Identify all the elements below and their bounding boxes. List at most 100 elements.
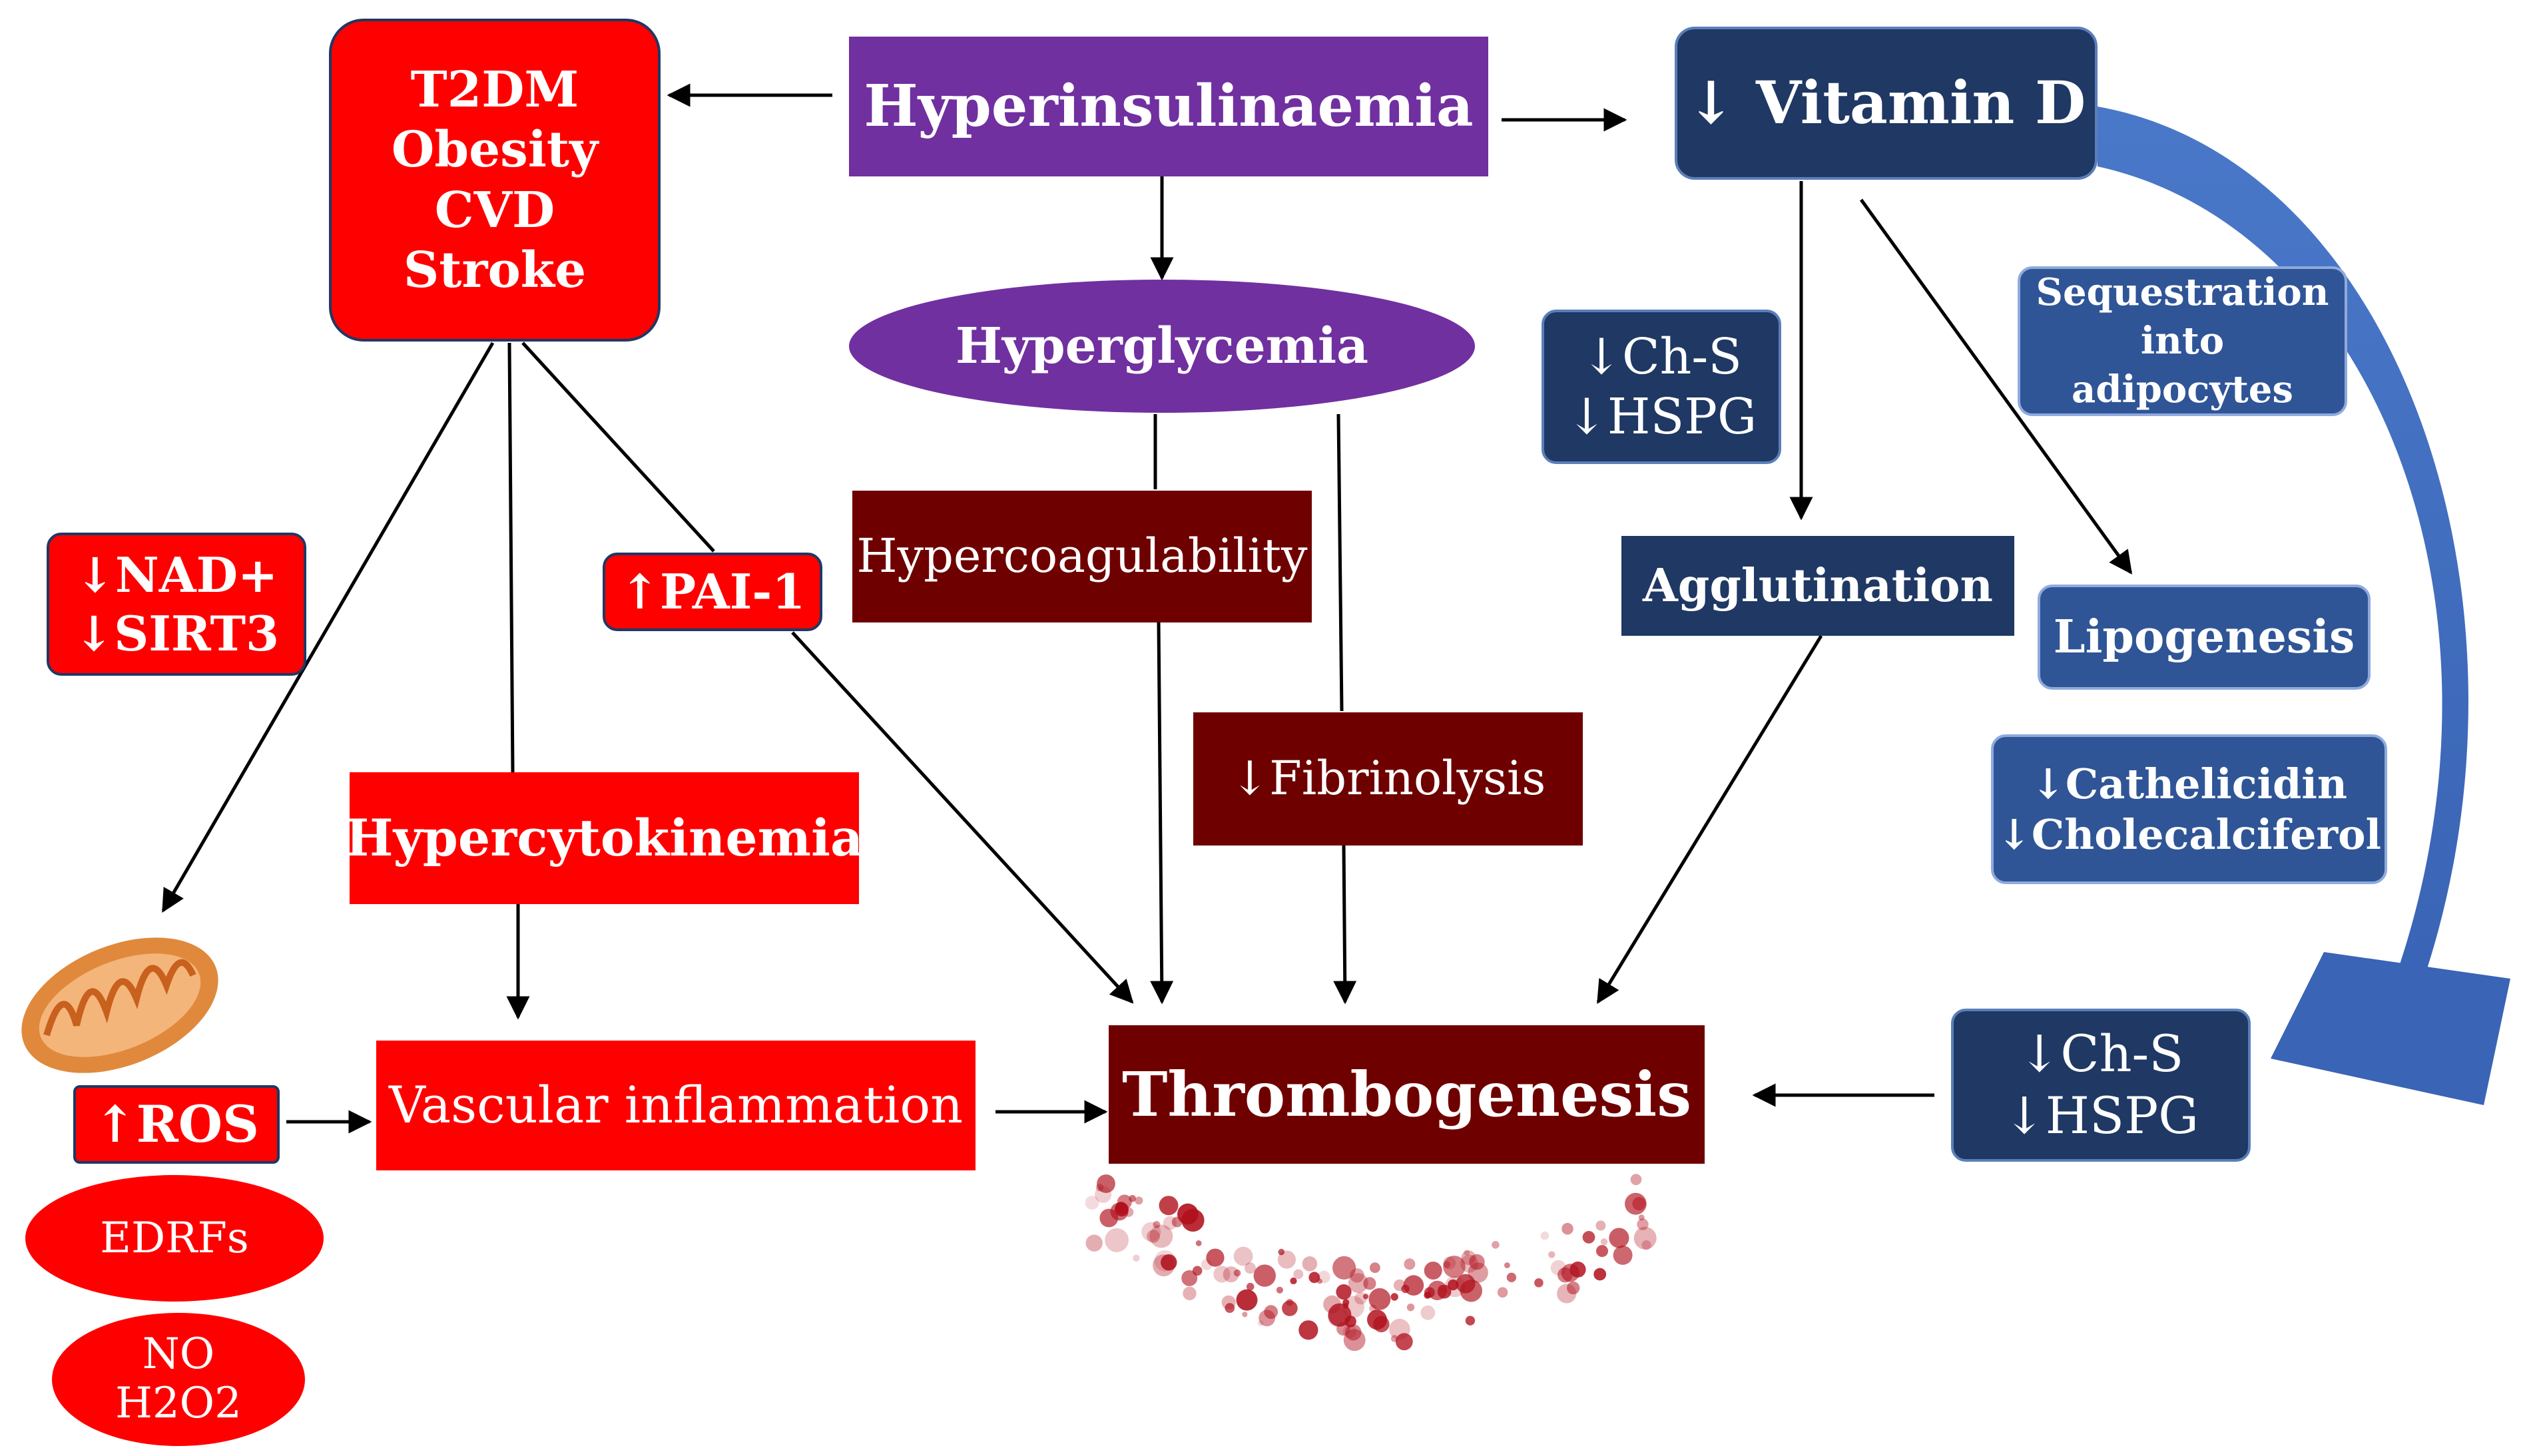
blood-cell xyxy=(1099,1208,1119,1228)
blood-cell xyxy=(1308,1272,1320,1284)
agglutination-label: Agglutination xyxy=(1643,559,1993,612)
agglutination-box: Agglutination xyxy=(1621,536,2014,636)
edrfs-ellipse: EDRFs xyxy=(25,1175,324,1302)
chs-top-line-1: ↓Ch-S xyxy=(1581,328,1742,385)
blood-cell xyxy=(1342,1303,1349,1309)
arrow-agglutination-to-thrombogenesis xyxy=(1596,634,1823,1004)
lipogenesis-label: Lipogenesis xyxy=(2053,610,2355,664)
blood-cell xyxy=(1282,1300,1298,1316)
blood-cell xyxy=(1395,1333,1413,1351)
blood-cell xyxy=(1245,1262,1256,1274)
blood-cell xyxy=(1393,1279,1406,1292)
blood-cell xyxy=(1332,1256,1356,1280)
cholecalciferol-line: ↓Cholecalciferol xyxy=(1996,810,2382,859)
blood-cell xyxy=(1469,1254,1485,1270)
blood-cell xyxy=(1443,1256,1466,1278)
curved-arrow xyxy=(2098,107,2468,979)
blood-cell xyxy=(1258,1320,1264,1326)
chs-hspg-top-box: ↓Ch-S ↓HSPG xyxy=(1542,310,1781,464)
blood-cell xyxy=(1363,1294,1369,1300)
blood-cell xyxy=(1354,1292,1367,1305)
blood-cell xyxy=(1373,1316,1390,1333)
sequestration-line-1: Sequestration xyxy=(2036,270,2329,315)
blood-cell xyxy=(1153,1221,1161,1228)
blood-cell xyxy=(1253,1264,1276,1287)
hyperinsulinaemia-box: Hyperinsulinaemia xyxy=(849,37,1488,176)
blood-cell xyxy=(1437,1284,1452,1299)
blood-cell xyxy=(1085,1234,1103,1252)
arrow-t2dm-to-hypercytokinemia xyxy=(507,342,515,773)
blood-cell xyxy=(1206,1248,1225,1267)
blood-cell xyxy=(1343,1329,1366,1351)
ros-label: ↑ROS xyxy=(94,1094,259,1154)
arrow-t2dm-to-pai1 xyxy=(521,342,715,553)
blood-cell xyxy=(1233,1269,1241,1277)
blood-cell xyxy=(1600,1238,1608,1246)
blood-cell xyxy=(1561,1264,1579,1282)
blood-cell xyxy=(1582,1231,1595,1244)
hyperglycemia-ellipse: Hyperglycemia xyxy=(849,280,1475,413)
blood-cell xyxy=(1345,1324,1362,1341)
blood-cell xyxy=(1129,1195,1136,1202)
blood-cell xyxy=(1448,1279,1459,1291)
vascular-inflammation-box: Vascular inflammation xyxy=(376,1041,976,1170)
thrombogenesis-label: Thrombogenesis xyxy=(1121,1058,1692,1130)
pai1-label: ↑PAI-1 xyxy=(619,563,806,620)
cathelicidin-box: ↓Cathelicidin ↓Cholecalciferol xyxy=(1991,734,2387,884)
blood-cell xyxy=(1302,1256,1318,1272)
thrombogenesis-box: Thrombogenesis xyxy=(1109,1025,1705,1164)
blood-cell xyxy=(1225,1303,1235,1314)
cathelicidin-line: ↓Cathelicidin xyxy=(2030,759,2348,808)
blood-cell xyxy=(1567,1281,1580,1295)
blood-cell xyxy=(1368,1288,1391,1310)
blood-cell xyxy=(1534,1278,1544,1288)
blood-cell xyxy=(1171,1216,1183,1228)
blood-cell xyxy=(1328,1303,1352,1327)
hyperglycemia-label: Hyperglycemia xyxy=(955,317,1369,375)
arrow-fibrinolysis-to-thrombogenesis xyxy=(1333,845,1357,1005)
arrow-vitamin-d-to-lipogenesis xyxy=(1859,198,2133,575)
t2dm-line-4: Stroke xyxy=(403,241,587,299)
blood-cell xyxy=(1595,1220,1606,1231)
blood-cell xyxy=(1540,1231,1550,1240)
blood-cell xyxy=(1492,1241,1500,1249)
blood-cell xyxy=(1195,1240,1202,1246)
blood-cell xyxy=(1406,1304,1415,1312)
nad-sirt3-box: ↓NAD+ ↓SIRT3 xyxy=(47,533,306,676)
blood-cell xyxy=(1097,1174,1115,1193)
vitamin-d-box: ↓ Vitamin D xyxy=(1675,27,2098,180)
t2dm-line-2: Obesity xyxy=(391,121,599,179)
fibrinolysis-box: ↓Fibrinolysis xyxy=(1193,712,1583,846)
blood-cell xyxy=(1246,1282,1255,1291)
blood-cell xyxy=(1233,1246,1253,1266)
blood-cell xyxy=(1424,1262,1442,1280)
blood-cell xyxy=(1637,1218,1649,1230)
blood-cell xyxy=(1236,1289,1258,1311)
hypercytokinemia-label: Hypercytokinemia xyxy=(345,808,864,867)
edrfs-label: EDRFs xyxy=(100,1213,249,1263)
fibrinolysis-label: ↓Fibrinolysis xyxy=(1230,751,1546,806)
blood-cell xyxy=(1317,1270,1330,1284)
hyperinsulinaemia-label: Hyperinsulinaemia xyxy=(864,72,1474,140)
blood-cell xyxy=(1161,1254,1177,1271)
blood-cell xyxy=(1424,1292,1432,1299)
blood-cell xyxy=(1561,1222,1573,1235)
vitamin-d-label: ↓ Vitamin D xyxy=(1686,68,2086,138)
blood-cell xyxy=(1465,1316,1476,1326)
no-h2o2-ellipse: NO H2O2 xyxy=(52,1313,305,1446)
hypercytokinemia-box: Hypercytokinemia xyxy=(346,772,863,904)
blood-cell xyxy=(1183,1286,1197,1301)
blood-cell xyxy=(1363,1277,1376,1290)
blood-cell xyxy=(1625,1192,1647,1215)
blood-cell xyxy=(1149,1224,1173,1248)
blood-cell xyxy=(1159,1196,1179,1216)
blood-cell xyxy=(1468,1262,1488,1283)
blood-cell xyxy=(1506,1272,1517,1283)
blood-cell xyxy=(1370,1262,1380,1274)
arrow-hyperglycemia-to-fibrinolysis xyxy=(1336,413,1344,712)
blood-cell xyxy=(1141,1222,1161,1242)
blood-cell xyxy=(1390,1335,1398,1342)
blood-cell xyxy=(1085,1196,1099,1210)
t2dm-line-1: T2DM xyxy=(410,61,579,119)
